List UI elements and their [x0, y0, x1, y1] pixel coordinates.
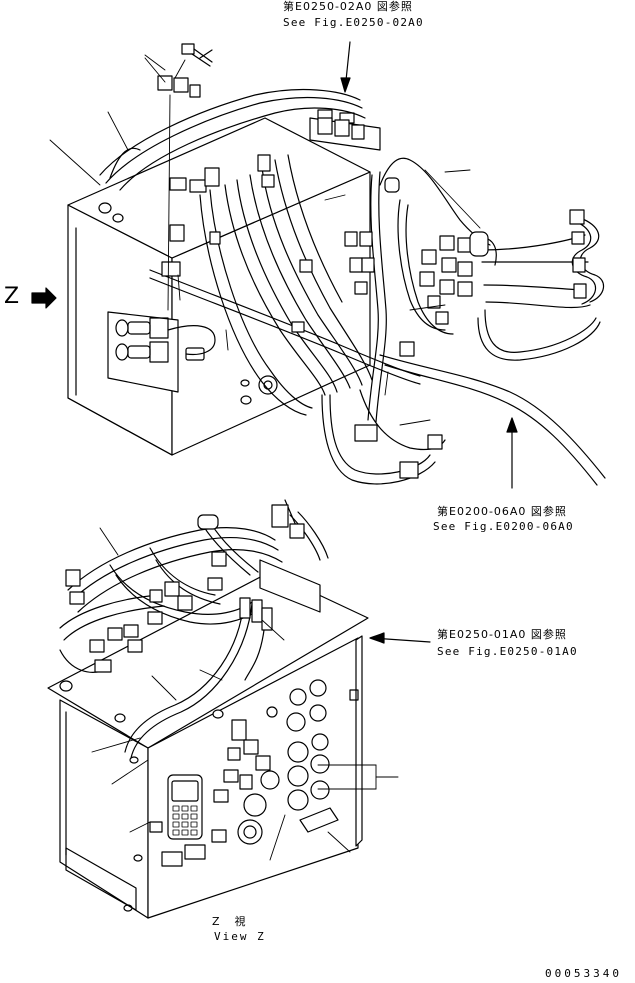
upper-box-assembly [68, 110, 380, 455]
top-reference-jp: 第E0250-02A0 図参照 [283, 0, 413, 13]
upper-plate-fittings [116, 318, 215, 362]
upper-right-harness-group [380, 158, 604, 360]
lower-box-top [48, 572, 368, 748]
right-reference-arrow [507, 418, 517, 488]
view-caption-jp: Z 視 [212, 915, 248, 928]
upper-harness-bundles [100, 90, 605, 485]
right-reference-en: See Fig.E0200-06A0 [433, 520, 574, 533]
upper-connectors [158, 76, 448, 478]
keypad-icon [173, 806, 197, 835]
lower-leader-lines [92, 528, 398, 860]
middle-reference-jp: 第E0250-01A0 図参照 [437, 628, 567, 641]
lower-connectors [66, 505, 304, 672]
upper-leader-lines [50, 55, 480, 425]
right-reference-jp: 第E0200-06A0 図参照 [437, 505, 567, 518]
upper-box-top [68, 118, 370, 258]
control-panel-display [168, 775, 202, 839]
top-reference-arrow [341, 42, 350, 92]
figure-number: 00053340 [545, 967, 622, 980]
lower-box-assembly [48, 560, 368, 918]
middle-reference-en: See Fig.E0250-01A0 [437, 645, 578, 658]
view-direction-label: Z [4, 284, 20, 309]
upper-mount-plate [108, 312, 178, 392]
middle-reference-arrow [370, 633, 430, 643]
upper-round-port [259, 376, 277, 394]
top-reference-en: See Fig.E0250-02A0 [283, 16, 424, 29]
bolt-icon [182, 44, 212, 66]
lower-terminal-cluster [214, 720, 270, 802]
view-direction-arrow [32, 288, 56, 308]
lower-round-fittings [238, 680, 329, 844]
view-caption-en: View Z [214, 930, 266, 943]
